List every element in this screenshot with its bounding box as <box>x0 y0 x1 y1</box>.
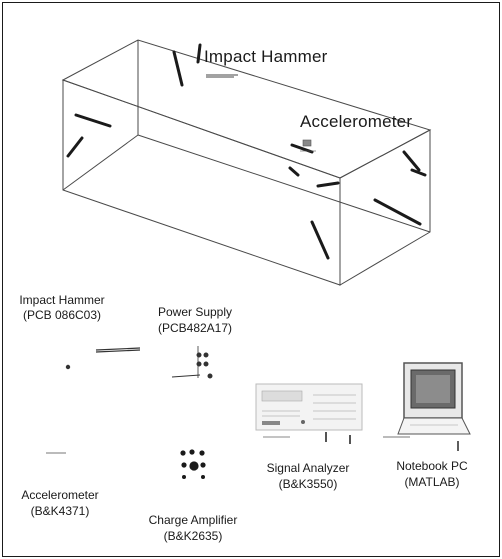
power-supply-icon <box>171 346 213 379</box>
impact-hammer-name: Impact Hammer <box>19 293 105 307</box>
frame-hidden-edge <box>137 134 431 233</box>
accelerometer-model: (B&K4371) <box>30 504 90 518</box>
impact-hammer-icon <box>65 347 141 370</box>
charge-amplifier-model: (B&K2635) <box>163 529 223 543</box>
notebook-pc-icon <box>383 362 471 451</box>
power-supply-model: (PCB482A17) <box>157 321 233 335</box>
signal-analyzer-icon <box>255 383 363 444</box>
brace <box>288 166 300 177</box>
power-supply-name: Power Supply <box>157 305 233 319</box>
frame-end-face <box>339 129 431 286</box>
corner-braces <box>66 43 427 260</box>
brace <box>316 181 340 188</box>
brace <box>410 168 427 177</box>
brace <box>402 150 421 172</box>
brace <box>66 136 84 158</box>
brace <box>172 50 184 87</box>
brace <box>310 220 330 260</box>
box-frame <box>61 39 432 286</box>
frame-label-impact-hammer: Impact Hammer <box>204 47 328 66</box>
frame-accelerometer-glyph <box>300 139 316 152</box>
frame-hammer-glyph <box>206 74 238 78</box>
charge-amplifier-name: Charge Amplifier <box>148 513 238 527</box>
signal-analyzer-name: Signal Analyzer <box>266 461 350 475</box>
impact-hammer-model: (PCB 086C03) <box>22 308 102 322</box>
frame-front-face <box>62 79 341 286</box>
notebook-pc-name: Notebook PC <box>396 459 468 473</box>
brace <box>74 113 112 128</box>
brace <box>196 43 202 64</box>
charge-amplifier-icon <box>180 449 206 479</box>
frame-label-accelerometer: Accelerometer <box>300 112 413 131</box>
brace <box>373 198 422 226</box>
signal-analyzer-model: (B&K3550) <box>278 477 338 491</box>
frame-hidden-edge <box>62 134 139 191</box>
accelerometer-name: Accelerometer <box>21 488 99 502</box>
notebook-pc-model: (MATLAB) <box>404 475 460 489</box>
